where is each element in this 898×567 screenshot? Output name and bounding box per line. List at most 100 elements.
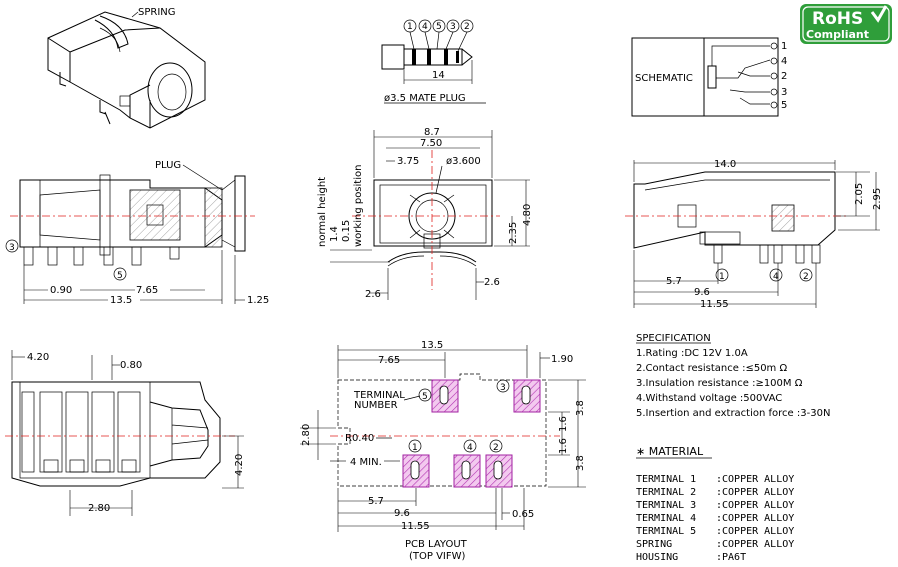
spec-line-2: 2.Contact resistance :≤50m Ω (636, 363, 787, 374)
side-view: PLUG 3 5 0.90 7.65 13.5 1.25 (5, 160, 269, 306)
right-dim-2-95: 2.95 (872, 188, 883, 210)
material-part-5: TERMINAL 5 (636, 526, 696, 537)
front-dim-lead-right: 2.6 (484, 277, 500, 288)
plug-num-5: 5 (436, 22, 442, 32)
spring-label: SPRING (138, 7, 176, 18)
bottom-view: 4.20 0.80 4.20 2.80 (5, 350, 245, 516)
spec-line-1: 1.Rating :DC 12V 1.0A (636, 348, 748, 359)
pcb-dim-3-8-bottom: 3.8 (575, 455, 586, 471)
pcb-dim-1-6-bottom: 1.6 (558, 438, 569, 454)
spec-line-3: 3.Insulation resistance :≥100M Ω (636, 378, 803, 389)
right-dim-11-55: 11.55 (700, 299, 729, 310)
pcb-dim-2-80: 2.80 (301, 424, 312, 446)
pcb-caption-2: (TOP VIFW) (409, 551, 466, 562)
right-dim-5-7: 5.7 (666, 276, 682, 287)
spec-line-5: 5.Insertion and extraction force :3-30N (636, 408, 830, 419)
right-dim-14-0: 14.0 (714, 159, 736, 170)
plug-caption: ø3.5 MATE PLUG (384, 93, 466, 104)
front-dim-4-80: 4.80 (522, 204, 533, 226)
schematic-pin-5: 5 (781, 100, 787, 111)
checkmark-icon (870, 5, 888, 23)
front-dim-1-4: 1.4 (329, 226, 340, 242)
material-part-housing: HOUSING (636, 552, 678, 563)
schematic-label: SCHEMATIC (635, 73, 693, 84)
pcb-mark-5: 5 (422, 392, 428, 402)
schematic-pin-1: 1 (781, 41, 787, 52)
material-part-2: TERMINAL 2 (636, 487, 696, 498)
side-mark-3: 3 (9, 243, 15, 253)
right-dim-9-6: 9.6 (694, 287, 710, 298)
bottom-dim-4-20-right: 4.20 (234, 454, 245, 476)
right-mark-4: 4 (773, 272, 779, 282)
front-dim-3-75: 3.75 (397, 156, 419, 167)
plug-length-dim: 14 (432, 70, 445, 81)
specification-title: SPECIFICATION (636, 333, 711, 344)
normal-height-label: normal height (317, 177, 328, 247)
right-mark-1: 1 (719, 272, 725, 282)
plug-num-2: 2 (464, 22, 470, 32)
pcb-dim-1-90: 1.90 (551, 354, 573, 365)
terminal-number-label-1: TERMINAL (353, 390, 405, 401)
material-value-1: :COPPER ALLOY (716, 474, 794, 485)
bottom-dim-4-20-top: 4.20 (27, 352, 49, 363)
pcb-dim-11-55: 11.55 (401, 521, 430, 532)
pcb-mark-3: 3 (500, 383, 506, 393)
pcb-mark-2: 2 (493, 443, 499, 453)
pcb-mark-4: 4 (467, 443, 473, 453)
pcb-min-label: 4 MIN. (350, 457, 382, 468)
material-block: ∗ MATERIAL TERMINAL 1 :COPPER ALLOY TERM… (636, 445, 794, 563)
material-part-spring: SPRING (636, 539, 672, 550)
material-part-4: TERMINAL 4 (636, 513, 696, 524)
material-value-4: :COPPER ALLOY (716, 513, 794, 524)
pcb-dim-1-6-top: 1.6 (558, 416, 569, 432)
mate-plug-view: 1 4 5 3 2 14 ø3.5 MATE PLUG (381, 19, 486, 104)
rohs-text: RoHS (812, 9, 863, 29)
pcb-dim-0-65: 0.65 (512, 509, 534, 520)
side-dim-0-90: 0.90 (50, 285, 72, 296)
front-dim-8-7: 8.7 (424, 127, 440, 138)
material-value-2: :COPPER ALLOY (716, 487, 794, 498)
material-part-3: TERMINAL 3 (636, 500, 696, 511)
pcb-dim-9-6: 9.6 (394, 508, 410, 519)
terminal-number-label-2: NUMBER (354, 400, 398, 411)
front-view: 8.7 7.50 3.75 ø3.600 4.80 2.35 normal he… (317, 127, 533, 300)
schematic-box: SCHEMATIC 1 4 2 3 5 (631, 37, 787, 117)
plug-num-1: 1 (407, 22, 413, 32)
pcb-dim-7-65-top: 7.65 (378, 355, 400, 366)
pcb-dim-5-7: 5.7 (368, 496, 384, 507)
compliant-text: Compliant (806, 28, 869, 41)
material-value-housing: :PA6T (716, 552, 746, 563)
spec-line-4: 4.Withstand voltage :500VAC (636, 393, 782, 404)
plug-num-4: 4 (422, 22, 428, 32)
front-dim-diameter: ø3.600 (446, 156, 481, 167)
isometric-view: SPRING (47, 7, 206, 129)
side-mark-5: 5 (117, 271, 123, 281)
front-dim-7-50: 7.50 (420, 138, 442, 149)
pcb-layout: 5 3 1 4 2 TERMINAL NUMBER 13.5 7.65 1.90… (300, 340, 586, 562)
material-value-3: :COPPER ALLOY (716, 500, 794, 511)
plug-label: PLUG (155, 160, 181, 171)
plug-num-3: 3 (450, 22, 456, 32)
side-dim-13-5: 13.5 (110, 295, 132, 306)
front-dim-lead-left: 2.6 (365, 289, 381, 300)
pcb-dim-13-5: 13.5 (421, 340, 443, 351)
side-dim-7-65: 7.65 (136, 285, 158, 296)
schematic-pin-4: 4 (781, 56, 787, 67)
material-part-1: TERMINAL 1 (636, 474, 696, 485)
material-title: ∗ MATERIAL (636, 445, 704, 458)
material-value-spring: :COPPER ALLOY (716, 539, 794, 550)
bottom-dim-0-80: 0.80 (120, 360, 142, 371)
pcb-dim-3-8-top: 3.8 (575, 400, 586, 416)
working-position-label: working position (353, 165, 364, 247)
schematic-pin-2: 2 (781, 71, 787, 82)
right-dim-2-05: 2.05 (854, 183, 865, 205)
material-value-5: :COPPER ALLOY (716, 526, 794, 537)
specification-block: SPECIFICATION 1.Rating :DC 12V 1.0A 2.Co… (636, 333, 830, 419)
pcb-caption-1: PCB LAYOUT (405, 539, 468, 550)
pcb-mark-1: 1 (412, 443, 418, 453)
right-mark-2: 2 (803, 272, 809, 282)
bottom-dim-2-80: 2.80 (88, 503, 110, 514)
front-dim-0-15: 0.15 (341, 220, 352, 242)
rohs-logo: RoHS Compliant (800, 4, 892, 44)
